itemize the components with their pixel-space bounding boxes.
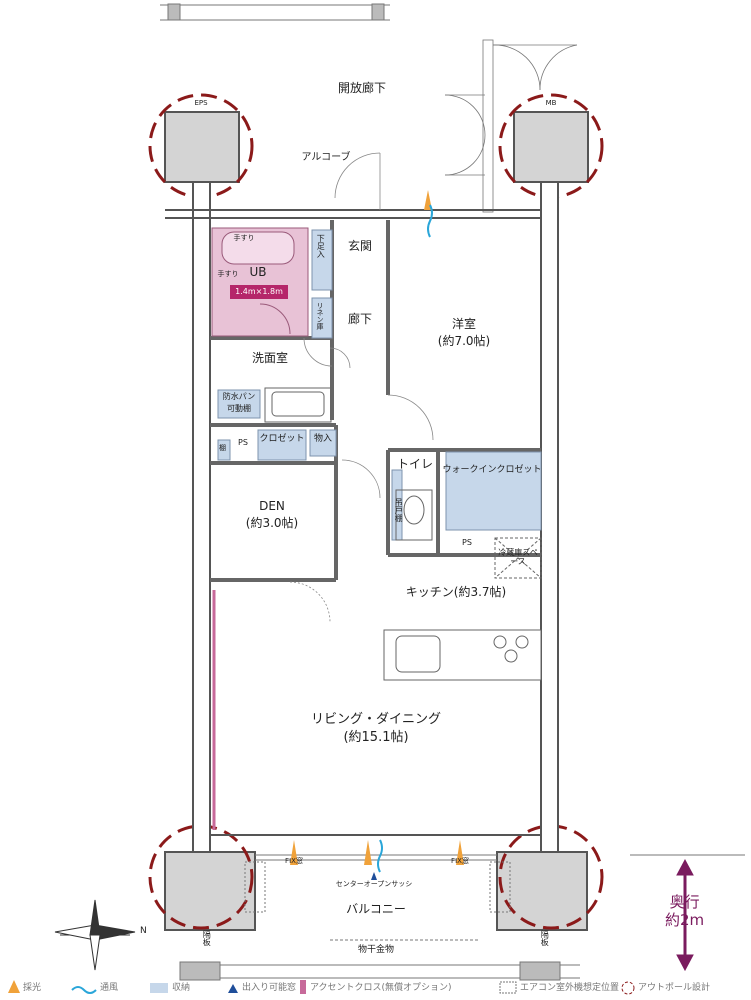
- column-bottom-right: [496, 824, 604, 931]
- wind-marks: [377, 204, 433, 873]
- depth-label: 奥行 約2m: [665, 893, 704, 929]
- legend-entry-window: 出入り可能窓: [242, 983, 297, 993]
- storage-label: 物入: [313, 434, 333, 444]
- compass-icon: [54, 899, 136, 971]
- balcony-outline: [179, 854, 745, 981]
- western-size-label: (約7.0帖): [437, 334, 491, 348]
- fix-window-right-label: FIX窓: [451, 857, 469, 865]
- legend-icons: [8, 980, 635, 995]
- toilet-label: トイレ: [396, 457, 434, 471]
- interior-doors: [289, 152, 434, 623]
- depth-value: 約2m: [665, 911, 705, 929]
- ub-rail2-label: 手すり: [217, 270, 239, 278]
- center-sash-label: センターオープンサッシ: [335, 880, 413, 888]
- den-size-label: (約3.0帖): [245, 516, 299, 530]
- eps-label: EPS: [194, 99, 208, 107]
- partition-right-label: 隔板: [540, 930, 550, 946]
- storage-blocks: [217, 229, 542, 541]
- partition-left-label: 隔板: [202, 930, 212, 946]
- ub-rail-label: 手すり: [233, 234, 255, 242]
- entrance-label: 玄関: [347, 239, 373, 253]
- outer-walls: [165, 181, 559, 853]
- ps2-label: PS: [462, 538, 472, 547]
- kitchen-label: キッチン(約3.7帖): [405, 585, 507, 599]
- fix-window-left-label: FIX窓: [285, 857, 303, 865]
- hanging-shelf-label: 吊戸棚: [394, 498, 404, 522]
- entry-triangle-icon: [371, 872, 377, 880]
- unit-bath: [211, 227, 309, 337]
- legend-light: 採光: [23, 983, 42, 993]
- legend-ac-unit: エアコン室外機想定位置: [520, 983, 620, 993]
- compass-north-label: N: [140, 926, 147, 936]
- shelf-label: 棚: [219, 444, 226, 452]
- walkin-label: ウォークインクロゼット: [442, 465, 542, 475]
- hall-label: 廊下: [347, 312, 373, 326]
- western-room-label: 洋室: [451, 317, 477, 331]
- movable-shelf-label: 可動棚: [227, 404, 251, 413]
- legend-wind: 通風: [100, 983, 119, 993]
- ub-label: UB: [249, 265, 267, 279]
- closet-label: クロゼット: [259, 434, 305, 444]
- depth-arrow: [676, 858, 694, 972]
- fixtures: [264, 387, 542, 681]
- legend-storage: 収納: [172, 983, 191, 993]
- waterproof-pan-label: 防水パン: [222, 392, 256, 401]
- linen-label: リネン庫: [316, 302, 325, 330]
- shoe-box-label: 下足入: [316, 234, 326, 258]
- alcove-label: アルコーブ: [301, 152, 351, 163]
- corridor-doors: [444, 39, 578, 213]
- legend-outpole: アウトポール設計: [638, 983, 711, 993]
- corridor-label: 開放廊下: [337, 81, 387, 95]
- top-railing: [160, 3, 390, 21]
- living-size-label: (約15.1帖): [343, 730, 409, 745]
- ub-size-label: 1.4m×1.8m: [230, 285, 288, 299]
- fridge-label: 冷蔵庫スペース: [498, 548, 538, 567]
- drying-rack-label: 物干金物: [357, 945, 395, 955]
- mb-label: MB: [545, 99, 557, 107]
- balcony-label: バルコニー: [346, 902, 406, 916]
- living-label: リビング・ダイニング: [310, 712, 442, 727]
- column-bottom-left: [148, 824, 256, 931]
- washroom-label: 洗面室: [251, 351, 289, 365]
- legend-accent-cross: アクセントクロス(無償オプション): [310, 983, 452, 993]
- ps1-label: PS: [238, 438, 248, 447]
- den-label: DEN: [259, 499, 285, 513]
- depth-title: 奥行: [669, 893, 700, 911]
